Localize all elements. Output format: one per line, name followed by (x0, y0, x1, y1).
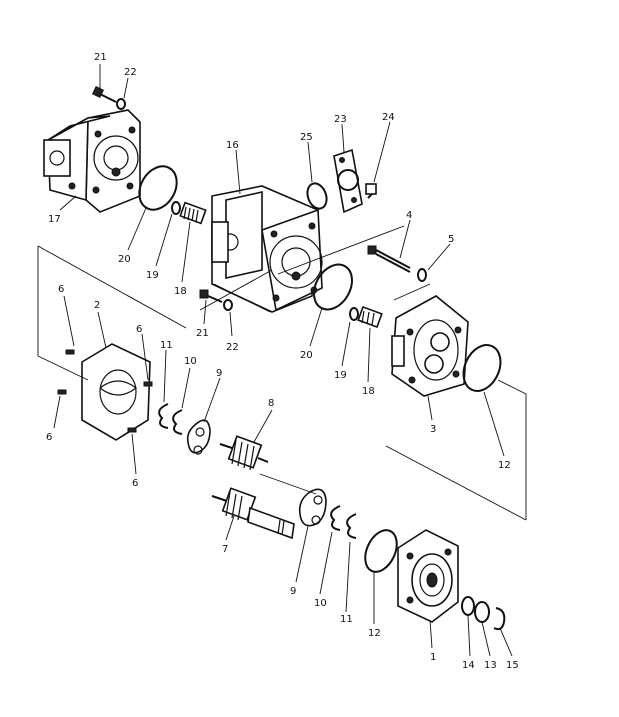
callout-9: 9 (216, 368, 222, 379)
part-3-pump-body (391, 295, 469, 397)
callout-19: 19 (146, 270, 159, 281)
callout-5: 5 (448, 234, 454, 245)
snap-ring-15 (493, 607, 506, 631)
callout-14: 14 (462, 660, 475, 671)
flange-plate-23 (333, 148, 363, 214)
part-17-rear-section (43, 109, 141, 213)
callout-2: 2 (94, 300, 100, 311)
callout-7: 7 (222, 544, 228, 555)
callout-11: 11 (160, 340, 173, 351)
callout-24: 24 (382, 112, 395, 123)
callout-21: 21 (94, 52, 107, 63)
seal-12-right (462, 344, 502, 392)
callout-10b: 10 (314, 598, 327, 609)
callout-6b: 6 (136, 324, 142, 335)
callout-8: 8 (268, 398, 274, 409)
shaft-7-drive (211, 487, 295, 540)
clip-11-right (346, 513, 357, 539)
bushing-18-middle (357, 305, 383, 329)
tie-bolt-4 (367, 245, 427, 282)
callout-19b: 19 (334, 370, 347, 381)
callout-22b: 22 (226, 342, 239, 353)
callout-1: 1 (430, 652, 436, 663)
callout-23: 23 (334, 114, 347, 125)
wear-plate-9-right (298, 488, 327, 527)
callout-6a: 6 (58, 284, 64, 295)
callout-3: 3 (430, 424, 436, 435)
bolt-21-top (92, 86, 126, 110)
callout-6c: 6 (46, 432, 52, 443)
callout-20b: 20 (300, 350, 313, 361)
oring-25 (306, 182, 328, 210)
gear-8-driven (219, 435, 269, 471)
seal-20-top (138, 165, 178, 211)
part-1-front-cover (397, 529, 459, 623)
seal-14 (461, 596, 475, 616)
bolt-24 (365, 183, 377, 199)
clip-10-left (172, 409, 183, 435)
callout-17: 17 (48, 214, 61, 225)
assembly-guide-lines (37, 225, 527, 521)
clip-10-right (330, 505, 341, 531)
part-2-gear-housing (57, 343, 153, 441)
seal-12-bottom (364, 529, 398, 573)
callout-22: 22 (124, 67, 137, 78)
callout-leaders (53, 64, 513, 657)
callout-labels: 21 22 17 20 19 18 16 25 23 24 4 5 21 22 … (46, 52, 519, 671)
wear-plate-9-left (186, 419, 211, 455)
callout-15: 15 (506, 660, 519, 671)
ring-19-top (171, 201, 181, 215)
callout-13: 13 (484, 660, 497, 671)
callout-18b: 18 (362, 386, 375, 397)
callout-11b: 11 (340, 614, 353, 625)
callout-9b: 9 (290, 586, 296, 597)
washer-5 (417, 268, 427, 282)
seal-13 (474, 601, 490, 623)
part-16-middle-section (211, 185, 323, 313)
callout-12b: 12 (368, 628, 381, 639)
callout-21b: 21 (196, 328, 209, 339)
callout-12: 12 (498, 460, 511, 471)
bushing-18-top (179, 201, 207, 225)
clip-11-left (158, 403, 169, 429)
seal-20-middle (313, 263, 353, 311)
ring-19-middle (349, 307, 359, 321)
callout-10: 10 (184, 356, 197, 367)
callout-4: 4 (406, 210, 412, 221)
callout-16: 16 (226, 140, 239, 151)
callout-20: 20 (118, 254, 131, 265)
callout-25: 25 (300, 132, 313, 143)
callout-18: 18 (174, 286, 187, 297)
bolt-21-middle (199, 289, 233, 311)
callout-6d: 6 (132, 478, 138, 489)
